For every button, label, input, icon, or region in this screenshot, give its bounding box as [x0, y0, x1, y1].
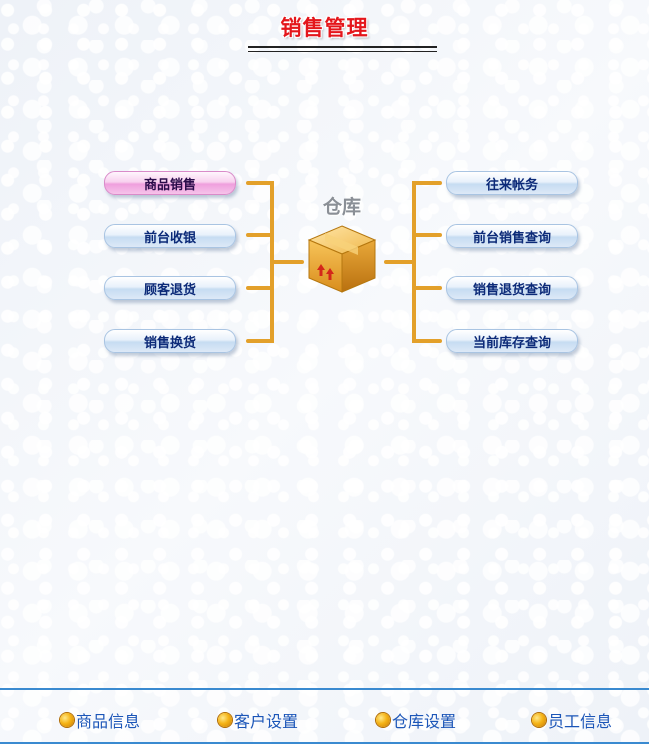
- sales-exchange-button[interactable]: 销售换货: [104, 329, 236, 353]
- current-stock-query-button[interactable]: 当前库存查询: [446, 329, 578, 353]
- footer-top-rule: [0, 688, 649, 690]
- footer-link-warehouse-settings[interactable]: 仓库设置: [376, 709, 456, 731]
- footer-link-label: 商品信息: [76, 712, 141, 731]
- orange-bullet-icon: [60, 713, 74, 727]
- footer-link-employee-info[interactable]: 员工信息: [532, 709, 612, 731]
- orange-bullet-icon: [532, 713, 546, 727]
- front-sales-query-button[interactable]: 前台销售查询: [446, 224, 578, 248]
- front-cashier-button[interactable]: 前台收银: [104, 224, 236, 248]
- sales-return-query-button[interactable]: 销售退货查询: [446, 276, 578, 300]
- footer-link-product-info[interactable]: 商品信息: [60, 709, 140, 731]
- left-connector-bracket: [246, 181, 304, 343]
- accounts-button[interactable]: 往来帐务: [446, 171, 578, 195]
- orange-bullet-icon: [376, 713, 390, 727]
- footer-link-label: 客户设置: [234, 712, 299, 731]
- customer-return-button[interactable]: 顾客退货: [104, 276, 236, 300]
- product-sales-button[interactable]: 商品销售: [104, 171, 236, 195]
- warehouse-box-icon: [307, 225, 377, 293]
- footer-link-customer-settings[interactable]: 客户设置: [218, 709, 298, 731]
- footer-link-label: 仓库设置: [392, 712, 457, 731]
- orange-bullet-icon: [218, 713, 232, 727]
- footer-bottom-rule: [0, 742, 649, 744]
- right-connector-bracket: [384, 181, 442, 343]
- title-underline: [248, 46, 437, 52]
- footer-link-label: 员工信息: [548, 712, 613, 731]
- page-title: 销售管理: [280, 16, 369, 40]
- warehouse-label: 仓库: [322, 196, 361, 218]
